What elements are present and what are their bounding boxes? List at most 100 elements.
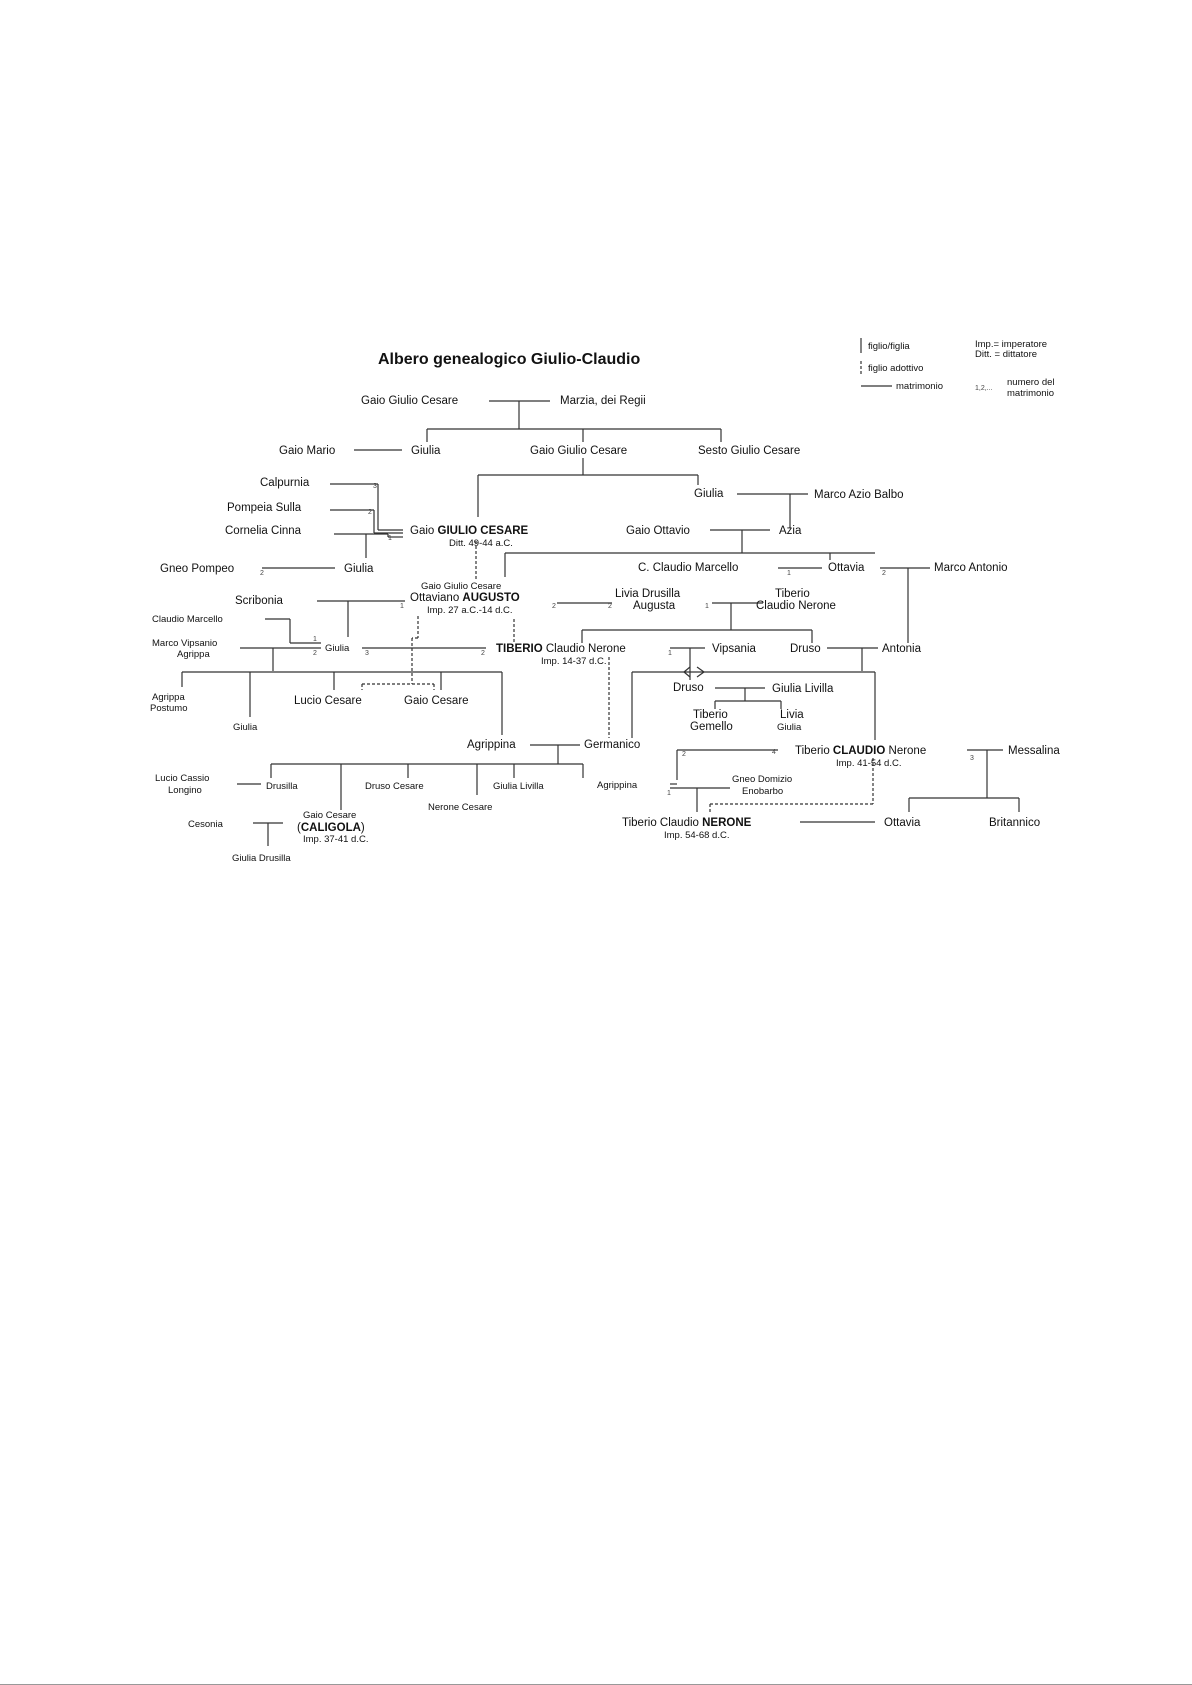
person-livia-2: Augusta [633, 600, 676, 612]
person-giulia-aunt: Giulia [411, 445, 441, 457]
person-nerone: Tiberio Claudio NERONE [622, 817, 752, 829]
legend-num-label-1: numero del [1007, 377, 1055, 388]
person-ottavia: Ottavia [828, 562, 865, 574]
tree-connectors [181, 400, 1020, 846]
person-nerone-cesare: Nerone Cesare [428, 802, 492, 813]
svg-text:2: 2 [608, 603, 612, 610]
person-giulia-aug: Giulia [325, 643, 350, 654]
person-livilla-2: Giulia Livilla [493, 781, 544, 792]
svg-text:1: 1 [667, 790, 671, 797]
person-germanico: Germanico [584, 739, 640, 751]
person-antonio: Marco Antonio [934, 562, 1008, 574]
person-claudio-dates: Imp. 41-54 d.C. [836, 758, 901, 769]
svg-text:3: 3 [373, 483, 377, 490]
person-livilla: Giulia Livilla [772, 683, 834, 695]
person-agrippina-maior: Agrippina [467, 739, 516, 751]
person-claudio-marcello: Claudio Marcello [152, 614, 223, 625]
person-scribonia: Scribonia [235, 595, 284, 607]
person-druso-maior: Druso [790, 643, 821, 655]
person-giulia-pompeo: Giulia [344, 563, 374, 575]
person-cesare-dates: Ditt. 49-44 a.C. [449, 538, 513, 549]
person-gaio-mario: Gaio Mario [279, 445, 335, 457]
person-gemello-1: Tiberio [693, 709, 728, 721]
tree-title: Albero genealogico Giulio-Claudio [378, 351, 640, 368]
legend-imp: Imp.= imperatore [975, 339, 1047, 350]
person-cesonia: Cesonia [188, 819, 224, 830]
legend-num-label-2: matrimonio [1007, 388, 1054, 399]
person-drusilla: Drusilla [266, 781, 298, 792]
person-marzia: Marzia, dei Regii [560, 395, 646, 407]
svg-text:3: 3 [970, 755, 974, 762]
person-sesto: Sesto Giulio Cesare [698, 445, 800, 457]
svg-text:4: 4 [772, 749, 776, 756]
person-antonia: Antonia [882, 643, 922, 655]
person-livia-giulia-1: Livia [780, 709, 804, 721]
person-druso-minor: Druso [673, 682, 704, 694]
svg-text:1: 1 [400, 603, 404, 610]
person-druso-cesare: Druso Cesare [365, 781, 424, 792]
person-nerone-dates: Imp. 54-68 d.C. [664, 830, 729, 841]
svg-text:2: 2 [313, 650, 317, 657]
person-agrippina-minor: Agrippina [597, 780, 638, 791]
person-claudio: Tiberio CLAUDIO Nerone [795, 745, 926, 757]
person-britannico: Britannico [989, 817, 1040, 829]
person-ottavia-2: Ottavia [884, 817, 921, 829]
legend-nums: 1,2,... [975, 385, 993, 392]
person-cornelia: Cornelia Cinna [225, 525, 302, 537]
svg-text:1: 1 [313, 636, 317, 643]
person-messalina: Messalina [1008, 745, 1060, 757]
person-pompeia: Pompeia Sulla [227, 502, 302, 514]
legend-marriage: matrimonio [896, 381, 943, 392]
person-giulia-minor: Giulia [233, 722, 258, 733]
person-ggc-elder: Gaio Giulio Cesare [361, 395, 458, 407]
svg-text:1: 1 [787, 570, 791, 577]
person-enobarbo-2: Enobarbo [742, 786, 783, 797]
person-calpurnia: Calpurnia [260, 477, 310, 489]
person-augusto-line1: Gaio Giulio Cesare [421, 581, 501, 592]
svg-text:2: 2 [260, 570, 264, 577]
person-cesare: Gaio GIULIO CESARE [410, 525, 529, 537]
person-longino-2: Longino [168, 785, 202, 796]
svg-text:1: 1 [388, 535, 392, 542]
svg-text:2: 2 [552, 603, 556, 610]
person-augusto: Ottaviano AUGUSTO [410, 592, 520, 604]
person-livia-giulia-2: Giulia [777, 722, 802, 733]
svg-text:1: 1 [668, 650, 672, 657]
person-caligola-1: Gaio Cesare [303, 810, 356, 821]
person-augusto-dates: Imp. 27 a.C.-14 d.C. [427, 605, 513, 616]
legend-son: figlio/figlia [868, 341, 910, 352]
person-enobarbo-1: Gneo Domizio [732, 774, 792, 785]
legend: figlio/figlia figlio adottivo matrimonio… [860, 338, 1055, 399]
legend-ditt: Ditt. = dittatore [975, 349, 1037, 360]
legend-adopted: figlio adottivo [868, 363, 923, 374]
person-tib-nero-2: Claudio Nerone [756, 600, 836, 612]
person-gaio-c: Gaio Cesare [404, 695, 469, 707]
svg-text:2: 2 [882, 570, 886, 577]
person-tiberio: TIBERIO Claudio Nerone [496, 643, 626, 655]
person-postumo-2: Postumo [150, 703, 188, 714]
person-caligola: (CALIGOLA) [297, 822, 365, 834]
person-longino-1: Lucio Cassio [155, 773, 209, 784]
person-livia-1: Livia Drusilla [615, 588, 681, 600]
person-ottavio: Gaio Ottavio [626, 525, 690, 537]
person-giulia-sister: Giulia [694, 488, 724, 500]
people: Gaio Giulio Cesare Marzia, dei Regii Gai… [150, 395, 1060, 864]
svg-text:3: 3 [365, 650, 369, 657]
person-giulia-drusilla: Giulia Drusilla [232, 853, 291, 864]
person-postumo-1: Agrippa [152, 692, 185, 703]
person-agrippa-1: Marco Vipsanio [152, 638, 217, 649]
person-lucio: Lucio Cesare [294, 695, 362, 707]
person-ggc-father: Gaio Giulio Cesare [530, 445, 627, 457]
svg-text:2: 2 [481, 650, 485, 657]
person-tib-nero-1: Tiberio [775, 588, 810, 600]
person-vipsania: Vipsania [712, 643, 757, 655]
person-agrippa-2: Agrippa [177, 649, 210, 660]
svg-text:2: 2 [368, 509, 372, 516]
person-marcello: C. Claudio Marcello [638, 562, 738, 574]
person-tiberio-dates: Imp. 14-37 d.C. [541, 656, 606, 667]
svg-text:1: 1 [705, 603, 709, 610]
person-azia: Azia [779, 525, 802, 537]
person-gemello-2: Gemello [690, 721, 733, 733]
marriage-numbers: 3 2 1 2 1 2 1 2 2 1 1 2 3 2 1 2 4 3 1 [260, 483, 974, 797]
